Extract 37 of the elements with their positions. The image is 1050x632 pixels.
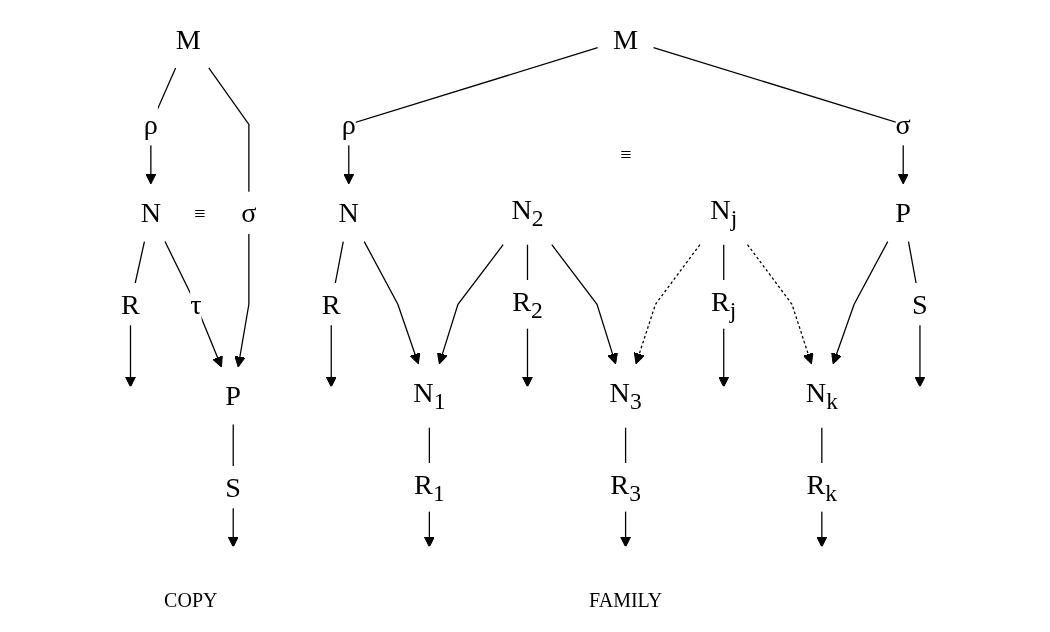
node-text: N	[338, 196, 359, 229]
edge-label: S	[912, 288, 928, 321]
edge-label: σ	[241, 196, 257, 229]
node-text: P	[895, 196, 912, 229]
arrow	[437, 244, 504, 365]
edge-label: σ	[895, 108, 911, 141]
edge-label: R$_{3}$	[610, 468, 641, 506]
edge-label: τ	[190, 288, 202, 321]
arrow	[551, 244, 618, 365]
diagram-caption: FAMILY	[589, 589, 663, 611]
arrow	[831, 240, 889, 365]
edge-label: R$_{k}$	[806, 468, 838, 506]
edge-label: S	[225, 471, 242, 504]
arrow	[633, 244, 701, 365]
edge-label: R$_{j}$	[711, 285, 737, 323]
node-text: N$_{j}$	[710, 193, 738, 232]
edge-label: ρ	[143, 108, 158, 141]
node-text: N	[140, 196, 162, 229]
equivalence-sign: ≡	[194, 201, 206, 224]
arrow	[652, 47, 909, 185]
node-text: M	[613, 23, 639, 56]
node-text: P	[225, 379, 242, 412]
node-text: N$_{2}$	[511, 193, 544, 232]
diagram-caption: COPY	[164, 589, 218, 611]
arrow	[363, 240, 421, 365]
edge-label: R	[321, 288, 341, 321]
node-text: N$_{3}$	[609, 376, 642, 415]
arrow	[746, 244, 814, 365]
edge-label: R$_{1}$	[414, 468, 445, 506]
edge-label: ρ	[341, 108, 356, 141]
node-text: M	[175, 23, 201, 56]
arrow	[343, 47, 599, 185]
edge-label: R	[121, 288, 140, 321]
node-text: N$_{k}$	[805, 376, 838, 415]
equivalence-sign: ≡	[620, 143, 632, 166]
edge-label: R$_{2}$	[512, 285, 543, 323]
node-text: N$_{1}$	[413, 376, 446, 415]
